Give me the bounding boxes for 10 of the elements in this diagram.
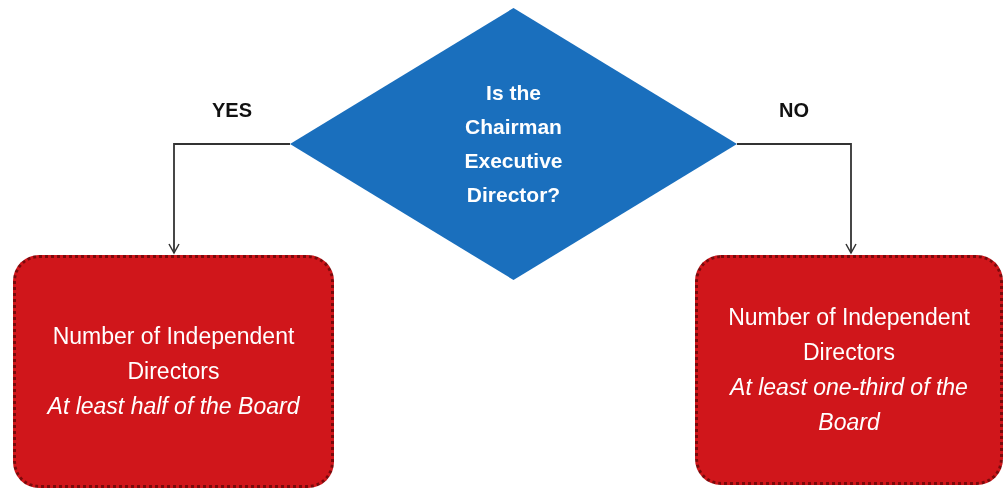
question-text: Is the Chairman Executive Director? (463, 80, 564, 208)
outcome-title: Number of Independent Directors (51, 322, 296, 386)
arrow (736, 143, 857, 254)
outcome-box (13, 255, 334, 488)
outcome-requirement: At least half of the Board (47, 392, 300, 421)
decision-diamond (290, 8, 737, 280)
outcome-title: Number of Independent Directors (727, 303, 971, 367)
outcome-box (695, 255, 1003, 485)
outcome-requirement: At least one-third of the Board (728, 373, 969, 437)
arrow (168, 143, 291, 254)
